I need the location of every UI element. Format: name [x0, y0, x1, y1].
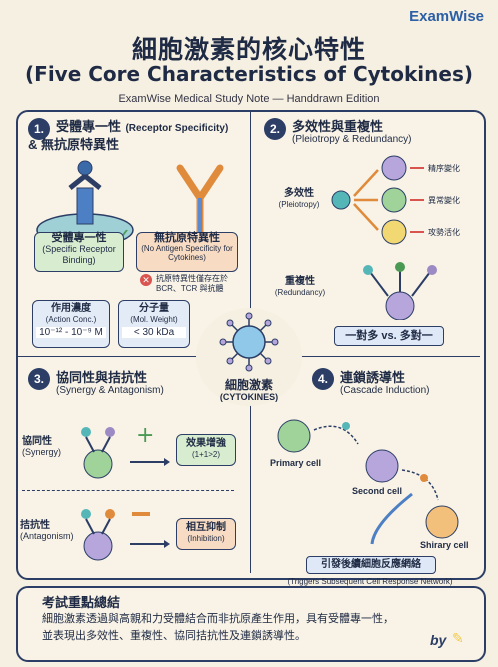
out-arrows	[410, 167, 424, 233]
summary-line-2: 並表現出多效性、重複性、協同拮抗性及連鎖誘導性。	[42, 630, 306, 642]
section-3-title-en: (Synergy & Antagonism)	[56, 385, 164, 396]
pleiotropy-zh: 多效性	[284, 188, 314, 199]
forbidden-icon: ✕	[140, 274, 152, 286]
center-label-en: (CYTOKINES)	[219, 392, 279, 402]
third-cell-label: Shirary cell	[420, 540, 469, 550]
pencil-icon: ✎	[452, 630, 464, 646]
brand-logo: ExamWise	[409, 8, 484, 25]
cytokine-ligand	[77, 160, 93, 176]
summary-line-1: 細胞激素透過與高親和力受體結合而非抗原產生作用，具有受體專一性，	[42, 613, 394, 625]
redundancy-zh: 重複性	[285, 276, 315, 287]
svg-text:+: +	[136, 423, 154, 448]
outcome-2: 異常變化	[428, 196, 460, 205]
mw-label: 分子量	[139, 303, 169, 314]
section-1-title-a: 受體專一性	[56, 119, 122, 134]
section-4-title-en: (Cascade Induction)	[340, 385, 430, 396]
section-4-title: 連鎖誘導性	[340, 370, 406, 385]
section-3-divider	[22, 490, 234, 491]
cytokine-center-icon	[219, 312, 279, 372]
primary-cell-label: Primary cell	[270, 458, 322, 468]
signature: by	[430, 632, 447, 648]
pleiotropy-label: 多效性 (Pleiotropy)	[272, 188, 326, 210]
section-3-title: 協同性與拮抗性	[56, 370, 148, 385]
synergy-en: (Synergy)	[22, 447, 62, 457]
target-cell-3	[381, 219, 407, 245]
redundancy-label: 重複性 (Redundancy)	[268, 276, 332, 298]
antagonism-en: (Antagonism)	[20, 531, 74, 541]
ligand-lines	[369, 268, 431, 297]
mw-label-en: (Mol. Weight)	[130, 315, 178, 324]
divider-vertical-top	[250, 112, 251, 352]
network-box: 引發後續細胞反應網絡	[306, 556, 436, 574]
synergy-box-label: 效果增強	[186, 438, 226, 449]
page-subtitle: ExamWise Medical Study Note — Handdrawn …	[118, 93, 380, 105]
section-2-title: 多效性與重複性	[292, 119, 384, 134]
redundancy-en: (Redundancy)	[274, 288, 326, 297]
section-4-badge: 4.	[312, 368, 334, 390]
synergy-diagram: +	[81, 423, 170, 479]
divider-horizontal-left	[18, 356, 214, 357]
no-antigen-box: 無抗原特異性 (No Antigen Specificity for Cytok…	[136, 232, 238, 272]
receptor-cup	[68, 172, 102, 190]
antagonism-box-label: 相互抑制	[186, 522, 226, 533]
ligand-a	[363, 265, 373, 275]
antigen-note: 抗原特異性僅存在於 BCR、TCR 與抗體	[156, 274, 228, 293]
center-label: 細胞激素	[224, 378, 273, 392]
divider-vertical-bottom	[250, 395, 251, 573]
no-antigen-label: 無抗原特異性	[154, 232, 220, 244]
receptor-illustration	[36, 160, 224, 240]
mw-value: < 30 kDa	[122, 327, 186, 338]
ratio-box: 一對多 vs. 多對一	[334, 326, 444, 346]
section-3-badge: 3.	[28, 368, 50, 390]
outcome-1: 精序變化	[428, 164, 460, 173]
receptor-shape	[76, 187, 94, 225]
second-cell-label: Second cell	[352, 486, 403, 496]
antagonism-box-sub: (Inhibition)	[187, 534, 225, 543]
pleiotropy-diagram	[331, 155, 424, 245]
summary-title: 考試重點總結	[42, 595, 121, 610]
no-antigen-en: (No Antigen Specificity for Cytokines)	[141, 244, 233, 262]
synergy-box: 效果增強 (1+1>2)	[176, 434, 236, 466]
synergy-zh: 協同性	[22, 436, 52, 447]
antagonism-label: 拮抗性 (Antagonism)	[20, 520, 76, 542]
target-cell-2	[381, 187, 407, 213]
conc-box: 作用濃度 (Action Conc.) 10⁻¹² - 10⁻⁹ M	[32, 300, 110, 348]
summary-panel	[16, 586, 486, 662]
section-2-title-en: (Pleiotropy & Redundancy)	[292, 134, 412, 145]
synergy-label: 協同性 (Synergy)	[22, 436, 72, 458]
pleiotropy-en: (Pleiotropy)	[278, 200, 320, 209]
cascade-diagram	[277, 419, 459, 545]
conc-value: 10⁻¹² - 10⁻⁹ M	[36, 327, 106, 338]
network-en: (Triggers Subsequent Cell Response Netwo…	[287, 577, 453, 586]
redundancy-diagram	[363, 262, 437, 320]
section-2-badge: 2.	[264, 118, 286, 140]
synergy-box-sub: (1+1>2)	[191, 450, 221, 459]
page-title-en: (Five Core Characteristics of Cytokines)	[25, 62, 473, 86]
section-1-title-b: & 無抗原特異性	[28, 137, 120, 152]
target-cell-1	[381, 155, 407, 181]
ligand-c	[427, 265, 437, 275]
conc-label-en: (Action Conc.)	[45, 315, 97, 324]
specific-receptor-label: 受體專一性	[51, 232, 107, 244]
outcome-3: 攻勢活化	[428, 228, 460, 237]
divider-horizontal-right	[300, 356, 480, 357]
ligand-b	[395, 262, 405, 272]
conc-label: 作用濃度	[51, 303, 91, 314]
cytokine-shape	[331, 190, 351, 210]
antagonism-zh: 拮抗性	[20, 520, 50, 531]
mw-box: 分子量 (Mol. Weight) < 30 kDa	[118, 300, 190, 348]
arrows	[353, 169, 379, 231]
section-1-badge: 1.	[28, 118, 50, 140]
page-title: 細胞激素的核心特性	[131, 35, 366, 64]
specific-receptor-box: 受體專一性 (Specific Receptor Binding)	[34, 232, 124, 272]
redundancy-cell	[385, 291, 415, 320]
section-1-title-a-en: (Receptor Specificity)	[125, 123, 229, 134]
specific-receptor-en: (Specific Receptor Binding)	[42, 244, 116, 265]
check-icon: ✓	[118, 226, 130, 242]
antagonism-diagram	[81, 509, 170, 561]
antagonism-box: 相互抑制 (Inhibition)	[176, 518, 236, 550]
section-1-title: 受體專一性 (Receptor Specificity)	[56, 116, 246, 136]
